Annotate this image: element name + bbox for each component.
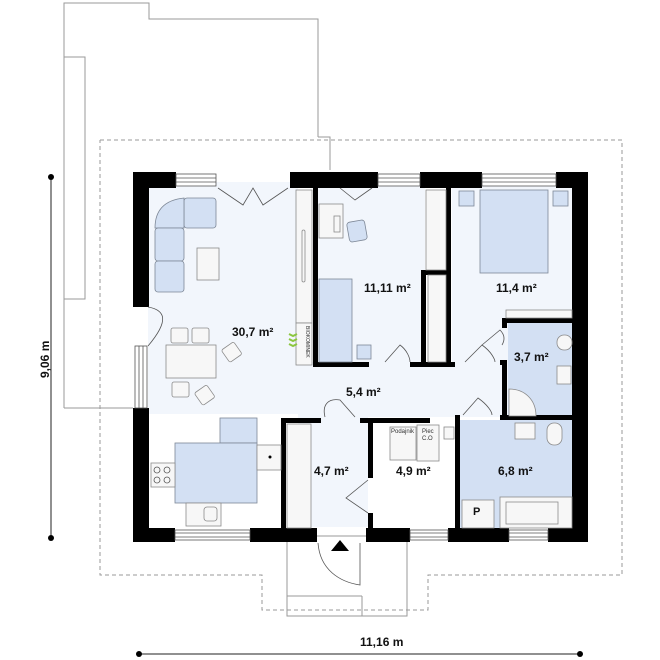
furnace-label-1: Piec [422, 429, 434, 435]
area-label-bathroom: 6,8 m² [498, 464, 533, 478]
dimension-height-label: 9,06 m [38, 340, 52, 378]
area-label-bedroom-master: 11,4 m² [496, 281, 537, 295]
nightstand-small [356, 344, 372, 360]
area-label-boiler-room: 4,9 m² [396, 464, 431, 478]
bathroom-p-label: P [473, 506, 481, 518]
entrance-arrow-icon [331, 540, 349, 551]
area-label-bedroom-small: 11,11 m² [364, 281, 411, 295]
dimension-height [48, 174, 54, 541]
roof-outline [99, 139, 623, 611]
doors [147, 187, 505, 586]
coffee-table [196, 247, 220, 281]
area-label-wc: 3,7 m² [514, 350, 549, 364]
feeder-label: Podajnik [391, 429, 415, 435]
wardrobe-vestibule [286, 423, 312, 529]
biokominek-label: BIOKOMINEK [304, 326, 310, 358]
wc-fixtures [508, 334, 573, 417]
desk [318, 203, 368, 243]
biokominek [288, 322, 313, 366]
interior-walls [281, 188, 574, 530]
single-bed [318, 278, 353, 363]
area-label-vestibule: 4,7 m² [314, 464, 349, 478]
dresser [505, 309, 573, 319]
area-label-living: 30,7 m² [232, 325, 274, 339]
outer-walls [133, 172, 588, 542]
boiler-equipment [389, 424, 455, 462]
sofa [154, 197, 217, 293]
wardrobe-small-bedroom [425, 189, 447, 363]
kitchen-units [150, 417, 282, 527]
windows [134, 173, 557, 541]
floor-hall [298, 362, 508, 417]
tv-cabinet [295, 189, 313, 324]
dimension-width [136, 651, 583, 657]
dining-set [165, 327, 242, 406]
terrace-outline [63, 2, 408, 617]
area-label-hall: 5,4 m² [346, 385, 381, 399]
bathroom-fixtures [461, 422, 573, 529]
double-bed [458, 189, 569, 274]
furnace-label-2: C.O [422, 436, 433, 442]
dimension-width-label: 11,16 m [360, 635, 404, 649]
